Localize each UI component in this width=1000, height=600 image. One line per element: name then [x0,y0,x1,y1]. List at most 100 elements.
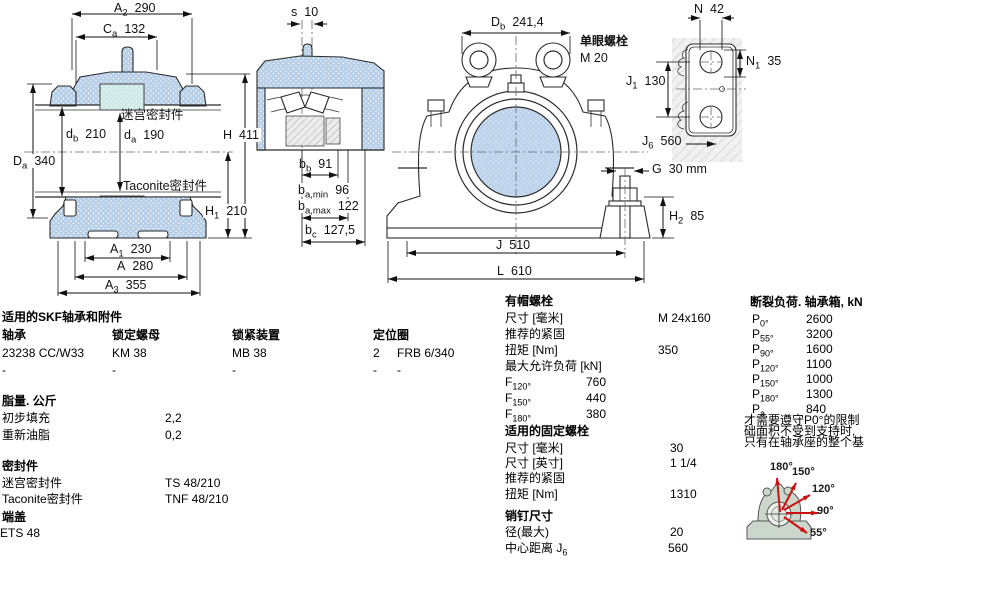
cap-bolt-right [587,99,605,112]
attach-torque-label: 扭矩 [Nm] [505,487,558,501]
eyebolt-label: 单眼螺栓 [580,34,629,48]
pins-title: 销钉尺寸 [505,509,554,523]
p0-label: P0° [752,312,769,329]
p150-value: 1000 [806,372,833,386]
p90-label: P90° [752,342,774,359]
load-direction-diagram [746,477,819,540]
note-line-2: 础面积不受到支持时, [744,424,856,438]
adapter-sleeve [285,115,325,147]
f120-label: F120° [505,375,531,392]
p120-label: P120° [752,357,779,374]
arrow-150 [781,482,797,511]
cap-bolt-left [427,99,445,112]
angle-150-label: 150° [792,466,815,478]
locknut-designation: KM 38 [112,346,147,360]
grease-title: 脂量. 公斤 [2,394,57,408]
eye-bolt-left [461,42,497,78]
bearing-table-title: 适用的SKF轴承和附件 [2,310,123,324]
attach-torque-value: 1310 [670,487,697,501]
p120-value: 1100 [806,357,832,371]
cap-bolt-torque-label: 扭矩 [Nm] [505,343,558,357]
table-cell: - [112,363,116,377]
pin-dia-label: 径(最大) [505,525,549,539]
labyrinth-row-label: 迷宫密封件 [2,476,63,490]
col-locknut: 锁定螺母 [112,328,161,342]
note-line-1: 才需要遵守P0°的限制 [744,413,860,427]
attach-recommended-label: 推荐的紧固 [505,471,566,485]
arrow-120 [783,494,811,511]
attach-size-in-value: 1 1/4 [670,456,697,470]
angle-180-label: 180° [770,461,793,473]
lock-nut-section [325,117,341,145]
p0-value: 2600 [806,312,833,326]
p180-label: P180° [752,387,779,404]
locking-device-designation: MB 38 [232,346,267,360]
attach-size-in-label: 尺寸 [英寸] [505,456,564,470]
end-cover-title: 端盖 [2,510,27,524]
initial-fill-value: 2,2 [165,411,182,425]
seal-carrier-right [179,85,207,107]
p55-value: 3200 [806,327,833,341]
table-cell: - [397,363,401,377]
pa-value: 840 [806,402,827,416]
attach-bolts-title: 适用的固定螺栓 [505,424,590,438]
attach-size-mm-label: 尺寸 [毫米] [505,441,564,455]
f120-value: 760 [586,375,607,389]
drawing-front-view [386,30,674,283]
f180-label: F180° [505,407,531,424]
f180-value: 380 [586,407,607,421]
grease-screw [121,46,134,75]
p90-value: 1600 [806,342,833,356]
relub-value: 0,2 [165,428,182,442]
locating-ring-qty: 2 [373,346,380,360]
angle-120-label: 120° [812,483,835,495]
angle-90-label: 90° [817,505,834,517]
roller-right [304,91,330,114]
cap-bolt-recommended-label: 推荐的紧固 [505,327,566,341]
eye-bolt-right [535,42,571,78]
p55-label: P55° [752,327,774,344]
pin-center-label: 中心距离 J6 [505,541,568,558]
f150-label: F150° [505,391,531,408]
p150-label: P150° [752,372,779,389]
pa-label: Pa [752,402,766,419]
labyrinth-row-value: TS 48/210 [165,476,221,490]
eyebolt-size: M 20 [580,51,608,65]
cap-bolts-title: 有帽螺栓 [505,294,554,308]
col-locating-ring: 定位圈 [373,328,410,342]
labyrinth-seal-label: 迷宫密封件 [121,108,184,122]
attach-size-mm-value: 30 [670,441,684,455]
seals-title: 密封件 [2,459,39,473]
cap-bolt-size-label: 尺寸 [毫米] [505,311,564,325]
cap-bolt-size-value: M 24x160 [658,311,711,325]
seal-carrier-left [49,85,77,107]
table-cell: - [2,363,6,377]
table-cell: - [373,363,377,377]
cap-bolt-torque-value: 350 [658,343,679,357]
col-bearing: 轴承 [2,328,27,342]
arrow-55 [783,516,808,534]
initial-fill-label: 初步填充 [2,411,51,425]
end-cover-value: ETS 48 [0,526,41,540]
angle-55-label: 55° [810,527,827,539]
note-line-3: 只有在轴承座的整个基 [744,435,865,449]
p180-value: 1300 [806,387,833,401]
locating-ring-designation: FRB 6/340 [397,346,455,360]
